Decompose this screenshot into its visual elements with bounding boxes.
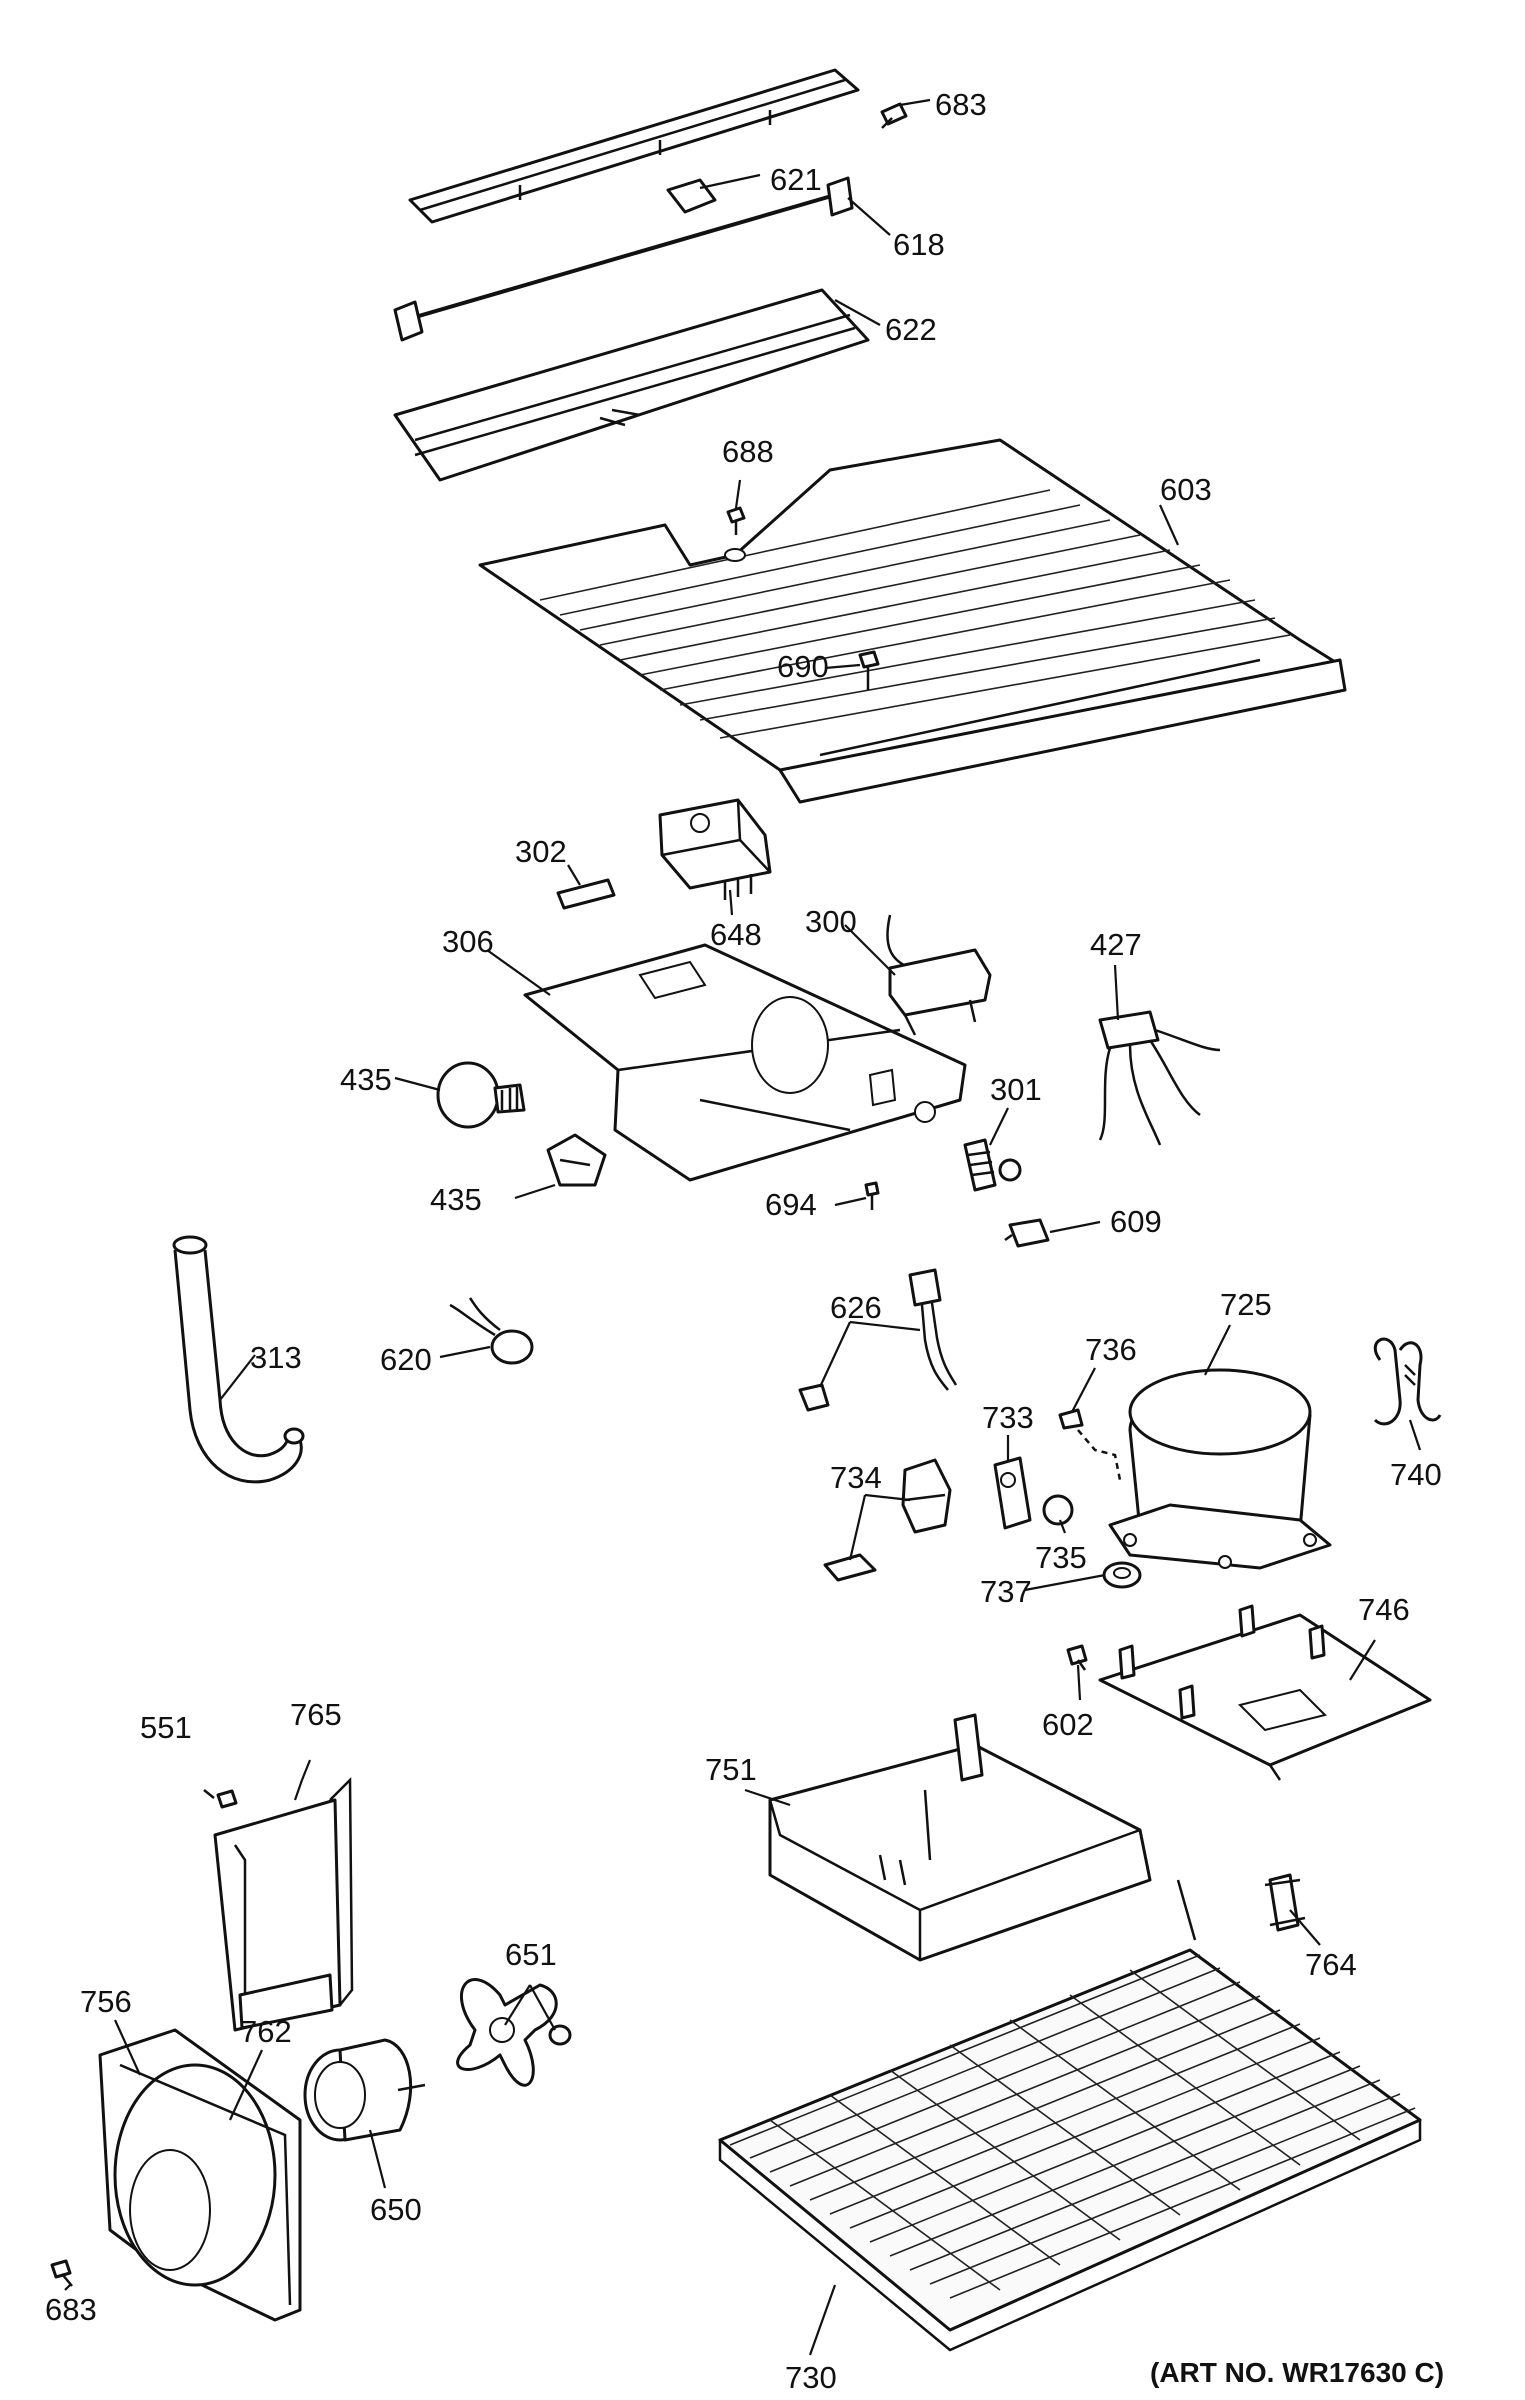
callout-762: 762 [240, 2014, 292, 2049]
callout-740: 740 [1390, 1457, 1442, 1492]
part-609-switch [1004, 1218, 1050, 1248]
callout-618: 618 [893, 227, 945, 262]
callout-683-top: 683 [935, 87, 987, 122]
callout-735: 735 [1035, 1540, 1087, 1575]
part-740-spring-clip [1373, 1337, 1442, 1426]
callout-683-bottom: 683 [45, 2292, 97, 2327]
part-736-clip [1058, 1408, 1122, 1481]
part-733-relay [993, 1456, 1032, 1530]
part-651-nut [548, 2024, 572, 2046]
part-751-drain-pan [768, 1713, 1152, 1962]
part-651-fan-blade [456, 1978, 558, 2087]
callout-651: 651 [505, 1937, 557, 1972]
callout-313: 313 [250, 1340, 302, 1375]
part-435-bulb [436, 1061, 526, 1129]
callout-609: 609 [1110, 1204, 1162, 1239]
callout-306: 306 [442, 924, 494, 959]
part-621-shield-bar [408, 68, 860, 224]
callout-427: 427 [1090, 927, 1142, 962]
part-300-switch [886, 914, 992, 1036]
part-735-terminal [1042, 1494, 1074, 1526]
callout-435-socket: 435 [430, 1182, 482, 1217]
part-602-screw [1066, 1644, 1088, 1671]
part-683-screw-bottom [50, 2259, 73, 2287]
callout-621: 621 [770, 162, 822, 197]
callout-688: 688 [722, 434, 774, 469]
part-620-capacitor [449, 1297, 534, 1365]
leader-lines [64, 98, 1422, 2356]
part-427-harness [1098, 1010, 1221, 1146]
callout-764: 764 [1305, 1947, 1357, 1982]
part-688-screw [726, 506, 746, 535]
part-302-pin [556, 878, 616, 910]
callout-602: 602 [1042, 1707, 1094, 1742]
part-622-channel [393, 288, 870, 482]
part-746-base-plate [1098, 1604, 1432, 1781]
part-737-grommet [1102, 1561, 1142, 1589]
callout-626: 626 [830, 1290, 882, 1325]
callout-737: 737 [980, 1574, 1032, 1609]
callout-751: 751 [705, 1752, 757, 1787]
part-306-control-housing [523, 943, 967, 1182]
callout-730: 730 [785, 2360, 837, 2395]
callout-435-bulb: 435 [340, 1062, 392, 1097]
callout-694: 694 [765, 1187, 817, 1222]
callout-650: 650 [370, 2192, 422, 2227]
part-313-drain-tube [172, 1235, 305, 1484]
part-603-tray [478, 438, 1347, 804]
part-734-cover [823, 1458, 952, 1582]
part-756-fan-shroud [98, 2028, 302, 2322]
callout-765: 765 [290, 1697, 342, 1732]
part-725-compressor [1108, 1368, 1332, 1570]
part-694-screw [864, 1181, 880, 1210]
art-number: (ART NO. WR17630 C) [1150, 2357, 1444, 2388]
callout-746: 746 [1358, 1592, 1410, 1627]
callout-734: 734 [830, 1460, 882, 1495]
part-730-condenser-coil [718, 1879, 1422, 2352]
part-618-rod [393, 176, 854, 342]
callout-690: 690 [777, 649, 829, 684]
callout-725: 725 [1220, 1287, 1272, 1322]
callouts: 683 621 618 622 688 603 690 302 648 306 … [45, 87, 1444, 2395]
part-650-fan-motor [303, 2038, 426, 2142]
part-683-screw-top [880, 102, 908, 129]
part-626-overload [798, 1268, 958, 1412]
callout-302: 302 [515, 834, 567, 869]
callout-301: 301 [990, 1072, 1042, 1107]
part-301-thermostat [963, 1138, 1022, 1192]
part-435-socket [546, 1133, 607, 1187]
callout-622: 622 [885, 312, 937, 347]
callout-648: 648 [710, 917, 762, 952]
callout-620: 620 [380, 1342, 432, 1377]
callout-736: 736 [1085, 1332, 1137, 1367]
part-648-timer [658, 798, 772, 900]
callout-551: 551 [140, 1710, 192, 1745]
part-765-cover [213, 1777, 354, 2032]
callout-603: 603 [1160, 472, 1212, 507]
callout-756: 756 [80, 1984, 132, 2019]
callout-300: 300 [805, 904, 857, 939]
part-551-screw [203, 1789, 238, 1809]
part-690-screw [858, 650, 880, 690]
callout-733: 733 [982, 1400, 1034, 1435]
